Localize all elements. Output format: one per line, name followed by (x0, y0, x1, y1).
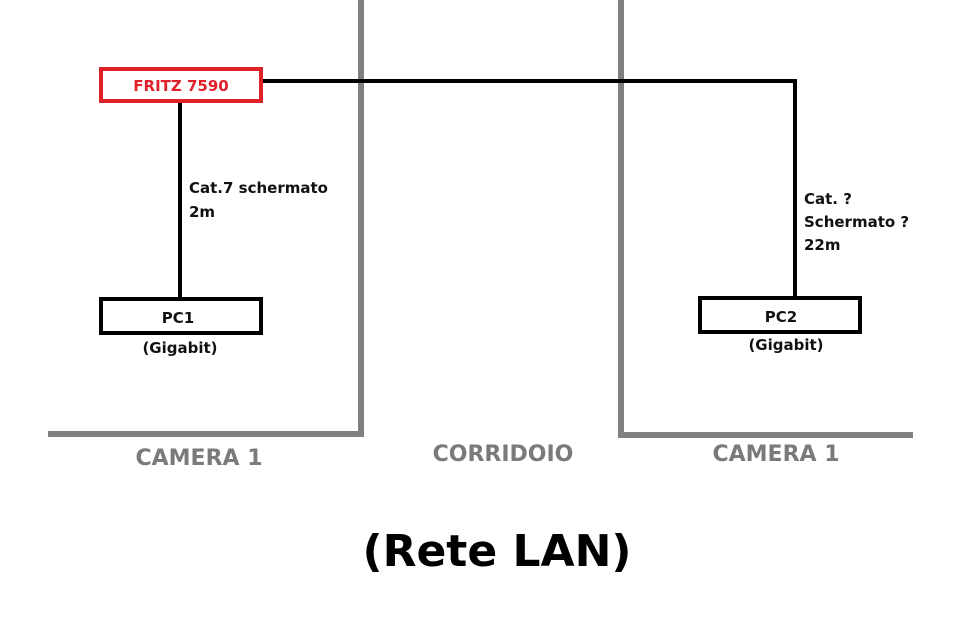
pc1-node: PC1 (Gigabit) (99, 297, 263, 357)
pc2-node: PC2 (Gigabit) (698, 296, 862, 354)
cable1-label-line2: 2m (189, 203, 215, 221)
router-box (99, 67, 263, 103)
room-labels: CAMERA 1 CORRIDOIO CAMERA 1 (135, 442, 839, 471)
router-node: FRITZ 7590 (99, 67, 263, 103)
cable1-label-line1: Cat.7 schermato (189, 179, 328, 197)
cable-router-to-pc2 (261, 79, 797, 298)
cable1-annotation: Cat.7 schermato 2m (189, 179, 328, 221)
cable2-label-line2: Schermato ? (804, 213, 909, 231)
cable2-label-line1: Cat. ? (804, 190, 852, 208)
diagram-caption: (Rete LAN) (362, 526, 631, 577)
room-label-middle: CORRIDOIO (433, 442, 574, 467)
pc2-label: PC2 (765, 308, 797, 326)
cable2-annotation: Cat. ? Schermato ? 22m (804, 190, 909, 254)
walls (48, 0, 913, 438)
room-label-right: CAMERA 1 (712, 442, 839, 467)
pc1-label: PC1 (162, 309, 194, 327)
pc1-box (99, 297, 263, 335)
cable2-label-line3: 22m (804, 236, 841, 254)
cables (178, 79, 797, 299)
router-label: FRITZ 7590 (133, 77, 228, 95)
pc1-sub-label: (Gigabit) (142, 339, 217, 357)
room-label-left: CAMERA 1 (135, 446, 262, 471)
pc2-sub-label: (Gigabit) (748, 336, 823, 354)
pc2-box (698, 296, 862, 334)
